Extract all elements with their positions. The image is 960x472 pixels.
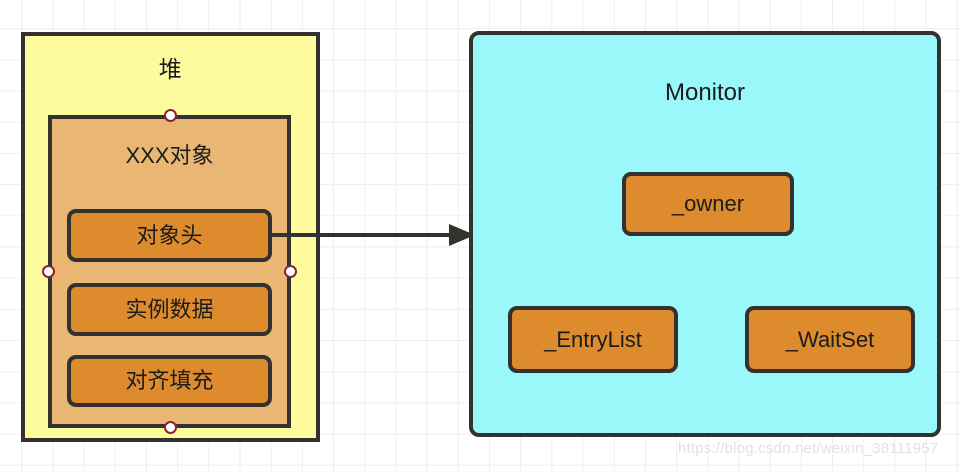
connector-handle-right[interactable]: [284, 265, 297, 278]
heap-title: 堆: [158, 56, 183, 82]
watermark-text: https://blog.csdn.net/weixin_38111957: [678, 440, 939, 457]
connector-handle-bottom[interactable]: [164, 421, 177, 434]
connector-arrow[interactable]: [265, 218, 480, 254]
object-field-instance-data[interactable]: 实例数据: [67, 283, 272, 336]
connector-handle-top[interactable]: [164, 109, 177, 122]
object-field-padding[interactable]: 对齐填充: [67, 355, 272, 407]
monitor-field-owner-label: _owner: [671, 191, 745, 216]
object-field-header[interactable]: 对象头: [67, 209, 272, 262]
connector-handle-left[interactable]: [42, 265, 55, 278]
monitor-field-entrylist-label: _EntryList: [544, 326, 642, 352]
monitor-field-entrylist[interactable]: _EntryList: [508, 306, 678, 373]
object-title: XXX对象: [125, 143, 214, 168]
object-field-instance-data-label: 实例数据: [125, 296, 214, 322]
object-field-padding-label: 对齐填充: [125, 368, 214, 393]
object-field-header-label: 对象头: [136, 222, 203, 248]
monitor-field-waitset-label: _WaitSet: [785, 326, 875, 352]
monitor-title: Monitor: [664, 79, 746, 106]
monitor-field-owner[interactable]: _owner: [622, 172, 794, 236]
monitor-field-waitset[interactable]: _WaitSet: [745, 306, 915, 373]
